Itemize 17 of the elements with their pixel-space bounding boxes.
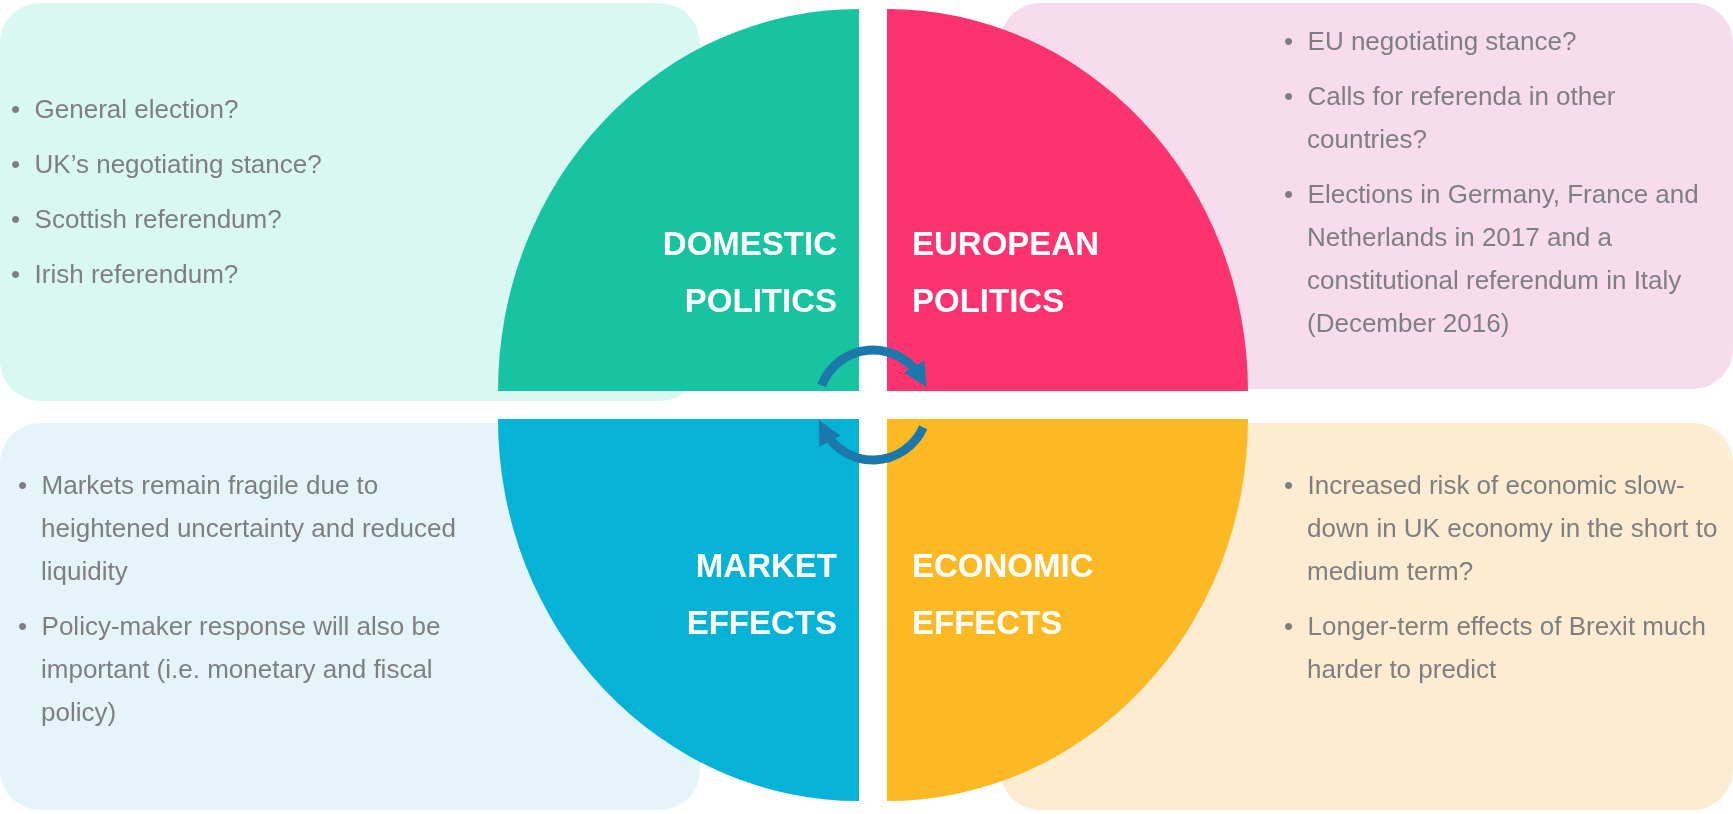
bullet-text: • Longer-term effects of Brexit much harder to predict bbox=[1284, 610, 1707, 686]
bullet-text: • Markets remain fragile due to heightened uncertainty and reduced liquidity bbox=[18, 469, 457, 588]
quadrant-title: MARKET EFFECTS bbox=[685, 546, 837, 643]
bullet-text: • EU negotiating stance? bbox=[1284, 25, 1578, 58]
bullet-text: • General election? bbox=[11, 93, 240, 126]
circular-arrow bbox=[818, 420, 928, 465]
circular-arrow bbox=[817, 345, 927, 388]
quadrant-title: EUROPEAN POLITICS bbox=[912, 224, 1101, 321]
quadrant-title: DOMESTIC POLITICS bbox=[661, 224, 837, 321]
bullet-text: • Elections in Germany, France and Netherlands in 2017 and a constitutional referendum in Italy (December 2016) bbox=[1284, 178, 1700, 340]
bullet-text: • Policy-maker response will also be important (i.e. monetary and fiscal policy) bbox=[18, 610, 442, 729]
bullet-text: • Irish referendum? bbox=[11, 258, 240, 291]
bullet-text: • UK’s negotiating stance? bbox=[11, 148, 323, 181]
bullet-text: • Scottish referendum? bbox=[11, 203, 283, 236]
bullet-text: • Calls for referenda in other countries? bbox=[1284, 80, 1617, 156]
bullet-text: • Increased risk of economic slow-down in UK economy in the short to medium term? bbox=[1284, 469, 1719, 588]
quadrant-title: ECONOMIC EFFECTS bbox=[912, 546, 1095, 643]
